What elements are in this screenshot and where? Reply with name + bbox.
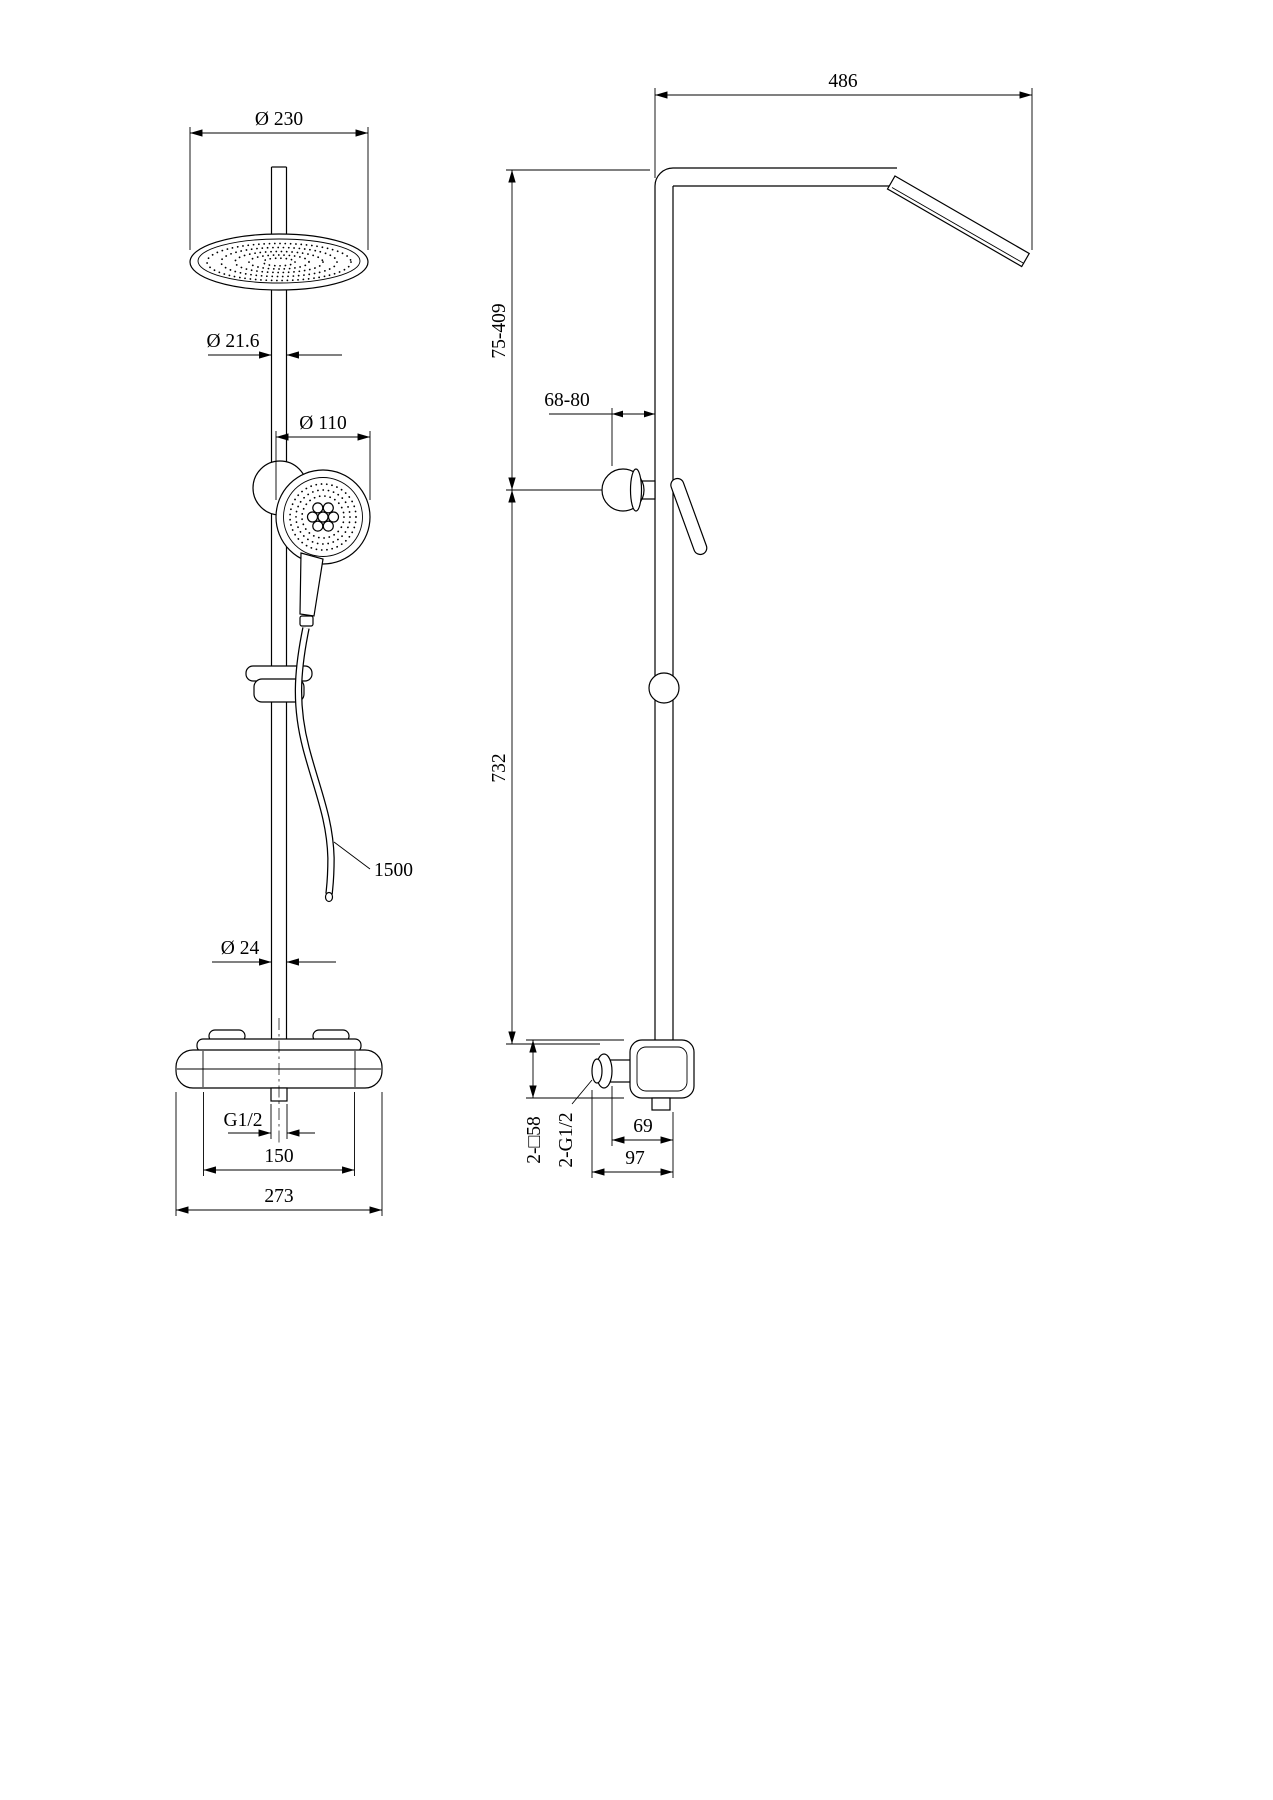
riser-column [654, 167, 674, 1041]
slider-clamp [245, 665, 313, 703]
dim-head-diameter: Ø 230 [189, 109, 369, 250]
dim-text-overall-depth: 97 [625, 1148, 645, 1169]
dim-text-inlet-thread: 2-G1/2 [556, 1112, 577, 1167]
holder-lever [670, 477, 708, 556]
label-inlet-thread: 2-G1/2 [556, 1079, 593, 1168]
dim-text-bracket-offset: 68-80 [544, 390, 590, 411]
shower-hose [294, 627, 335, 903]
dim-riser-height: 732 [489, 490, 600, 1045]
spray-ring [301, 495, 345, 539]
dim-text-riser-diameter: Ø 21.6 [206, 331, 259, 352]
bracket-flange-rim [629, 468, 643, 512]
dim-text-valve-depth: 69 [633, 1116, 653, 1137]
dim-text-escutcheon: 2-□58 [524, 1116, 545, 1164]
valve-side [591, 1039, 695, 1111]
spray-ring [262, 257, 296, 267]
spray-ring [295, 489, 351, 545]
spray-ring [248, 254, 310, 270]
dim-overall-depth: 97 [591, 1090, 673, 1178]
dim-text-valve-center-width: 150 [264, 1146, 293, 1167]
dim-arm-reach: 486 [654, 71, 1033, 250]
dim-bracket-offset: 68-80 [544, 390, 655, 466]
dim-valve-depth: 69 [611, 1086, 674, 1178]
spray-ring [206, 242, 352, 282]
dim-riser-diameter: Ø 21.6 [206, 331, 342, 359]
mixer-valve [175, 1018, 383, 1146]
dim-valve-center-width: 150 [203, 1092, 355, 1176]
dim-text-riser-height: 732 [489, 753, 510, 782]
dim-lower-riser-diameter: Ø 24 [212, 938, 336, 966]
dim-head-height-range: 75-409 [489, 169, 650, 491]
hose-connector [299, 615, 314, 627]
side-view: 486 75-409 68-80 [489, 71, 1033, 1178]
dim-valve-overall-width: 273 [175, 1092, 383, 1216]
shower-head-side [886, 175, 1031, 268]
hose-length-label: 1500 [333, 841, 413, 881]
valve-face-plate [636, 1046, 688, 1092]
spray-ring [289, 483, 357, 551]
dim-text-head-diameter: Ø 230 [255, 109, 303, 130]
riser-pipe [270, 166, 288, 1041]
valve-body-side [629, 1039, 695, 1099]
wall-bracket [601, 468, 656, 512]
spray-ring [234, 250, 324, 274]
inlet-flange-cap [591, 1058, 603, 1084]
front-view: Ø 230 Ø 21.6 [175, 109, 413, 1216]
slider-ring [648, 672, 680, 704]
handshower-handle [299, 552, 324, 617]
bottom-stub [651, 1097, 671, 1111]
dim-text-outlet-thread: G1/2 [224, 1110, 263, 1131]
dim-text-lower-riser-diameter: Ø 24 [221, 938, 260, 959]
dim-text-hose-length: 1500 [374, 860, 413, 881]
spray-center-cluster [306, 502, 340, 532]
dim-outlet-thread: G1/2 [224, 1104, 315, 1139]
hand-shower [252, 460, 371, 627]
dim-text-handshower-diameter: Ø 110 [299, 413, 346, 434]
dim-handshower-diameter: Ø 110 [275, 413, 371, 500]
dim-escutcheon: 2-□58 [524, 1039, 624, 1164]
spray-ring [220, 246, 338, 278]
hose-end [324, 891, 334, 903]
dim-text-arm-reach: 486 [828, 71, 858, 92]
shower-arm [673, 167, 897, 187]
dim-text-valve-overall-width: 273 [264, 1186, 293, 1207]
dim-text-head-height-range: 75-409 [489, 303, 510, 358]
rain-shower-head [189, 233, 369, 291]
